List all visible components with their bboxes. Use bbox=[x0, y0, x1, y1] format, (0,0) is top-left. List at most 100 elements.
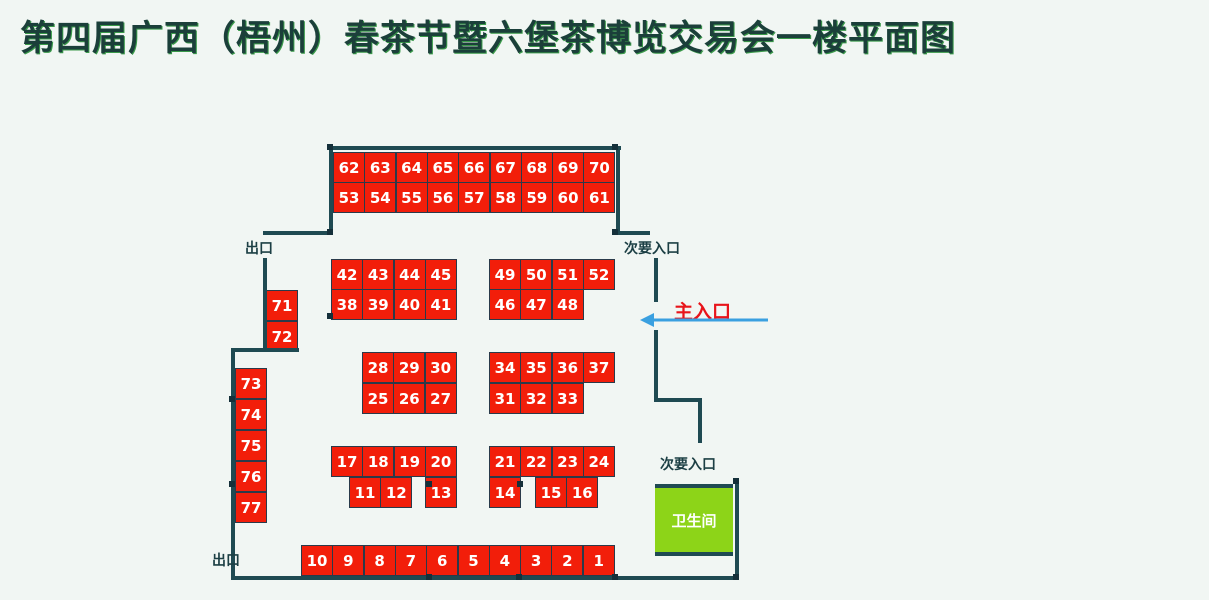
booth-16: 16 bbox=[566, 477, 599, 508]
wall bbox=[231, 576, 739, 580]
booth-34: 34 bbox=[489, 352, 521, 383]
booth-30: 30 bbox=[424, 352, 457, 383]
booth-6: 6 bbox=[426, 545, 459, 576]
booth-26: 26 bbox=[393, 383, 426, 414]
wall bbox=[654, 398, 702, 402]
pillar bbox=[733, 574, 739, 580]
booth-18: 18 bbox=[362, 446, 395, 477]
booth-66: 66 bbox=[458, 152, 491, 183]
booth-12: 12 bbox=[380, 477, 413, 508]
booth-10: 10 bbox=[301, 545, 333, 576]
wall bbox=[654, 330, 658, 402]
booth-77: 77 bbox=[235, 492, 267, 523]
pillar bbox=[516, 574, 522, 580]
booth-61: 61 bbox=[583, 182, 616, 213]
booth-31: 31 bbox=[489, 383, 521, 414]
wall bbox=[231, 348, 299, 352]
booth-21: 21 bbox=[489, 446, 521, 477]
pillar bbox=[517, 481, 523, 487]
wall bbox=[263, 258, 267, 352]
booth-23: 23 bbox=[551, 446, 584, 477]
booth-44: 44 bbox=[393, 259, 426, 290]
booth-74: 74 bbox=[235, 399, 267, 430]
booth-75: 75 bbox=[235, 430, 267, 461]
booth-8: 8 bbox=[363, 545, 396, 576]
booth-71: 71 bbox=[266, 290, 298, 321]
pillar bbox=[426, 481, 432, 487]
restroom-label: 卫生间 bbox=[671, 511, 717, 530]
secondary-entrance-label: 次要入口 bbox=[660, 457, 716, 473]
booth-49: 49 bbox=[489, 259, 521, 290]
page-title: 第四届广西（梧州）春茶节暨六堡茶博览交易会一楼平面图 bbox=[20, 19, 957, 59]
booth-9: 9 bbox=[332, 545, 365, 576]
booth-43: 43 bbox=[362, 259, 395, 290]
exit-label: 出口 bbox=[245, 241, 273, 257]
booth-7: 7 bbox=[394, 545, 427, 576]
booth-54: 54 bbox=[364, 182, 397, 213]
booth-63: 63 bbox=[364, 152, 397, 183]
main-entrance-label: 主入口 bbox=[674, 301, 732, 323]
pillar bbox=[327, 144, 333, 150]
booth-58: 58 bbox=[489, 182, 522, 213]
booth-24: 24 bbox=[582, 446, 615, 477]
pillar bbox=[733, 478, 739, 484]
wall bbox=[735, 480, 739, 580]
booth-2: 2 bbox=[551, 545, 584, 576]
wall bbox=[698, 398, 702, 443]
booth-76: 76 bbox=[235, 461, 267, 492]
exit-label: 出口 bbox=[212, 553, 240, 569]
booth-51: 51 bbox=[551, 259, 584, 290]
booth-48: 48 bbox=[551, 289, 584, 320]
booth-19: 19 bbox=[393, 446, 426, 477]
booth-14: 14 bbox=[489, 477, 521, 508]
wall bbox=[231, 348, 235, 578]
booth-35: 35 bbox=[520, 352, 553, 383]
wall bbox=[329, 146, 621, 150]
secondary-entrance-label: 次要入口 bbox=[624, 241, 680, 257]
booth-55: 55 bbox=[395, 182, 428, 213]
booth-37: 37 bbox=[582, 352, 615, 383]
pillar bbox=[426, 574, 432, 580]
pillar bbox=[229, 481, 235, 487]
pillar bbox=[612, 144, 618, 150]
booth-33: 33 bbox=[551, 383, 584, 414]
booth-25: 25 bbox=[362, 383, 394, 414]
booth-50: 50 bbox=[520, 259, 553, 290]
booth-59: 59 bbox=[520, 182, 553, 213]
booth-20: 20 bbox=[424, 446, 457, 477]
booth-69: 69 bbox=[552, 152, 585, 183]
booth-42: 42 bbox=[331, 259, 363, 290]
booth-68: 68 bbox=[520, 152, 553, 183]
wall bbox=[654, 258, 658, 302]
booth-45: 45 bbox=[424, 259, 457, 290]
booth-3: 3 bbox=[520, 545, 553, 576]
booth-40: 40 bbox=[393, 289, 426, 320]
booth-32: 32 bbox=[520, 383, 553, 414]
wall bbox=[616, 146, 620, 234]
booth-47: 47 bbox=[520, 289, 553, 320]
booth-17: 17 bbox=[331, 446, 363, 477]
main-entrance-arrow-icon bbox=[640, 313, 768, 327]
restroom: 卫生间 bbox=[655, 484, 733, 556]
booth-56: 56 bbox=[426, 182, 459, 213]
booth-70: 70 bbox=[583, 152, 616, 183]
booth-39: 39 bbox=[362, 289, 395, 320]
wall bbox=[329, 146, 333, 234]
booth-28: 28 bbox=[362, 352, 394, 383]
booth-27: 27 bbox=[424, 383, 457, 414]
pillar bbox=[612, 574, 618, 580]
wall bbox=[616, 231, 650, 235]
booth-11: 11 bbox=[349, 477, 381, 508]
booth-62: 62 bbox=[333, 152, 365, 183]
booth-5: 5 bbox=[457, 545, 490, 576]
pillar bbox=[229, 396, 235, 402]
booth-46: 46 bbox=[489, 289, 521, 320]
booth-29: 29 bbox=[393, 352, 426, 383]
booth-15: 15 bbox=[535, 477, 567, 508]
booth-73: 73 bbox=[235, 368, 267, 399]
booth-60: 60 bbox=[552, 182, 585, 213]
booth-36: 36 bbox=[551, 352, 584, 383]
booth-4: 4 bbox=[488, 545, 521, 576]
pillar bbox=[327, 229, 333, 235]
wall bbox=[263, 231, 333, 235]
